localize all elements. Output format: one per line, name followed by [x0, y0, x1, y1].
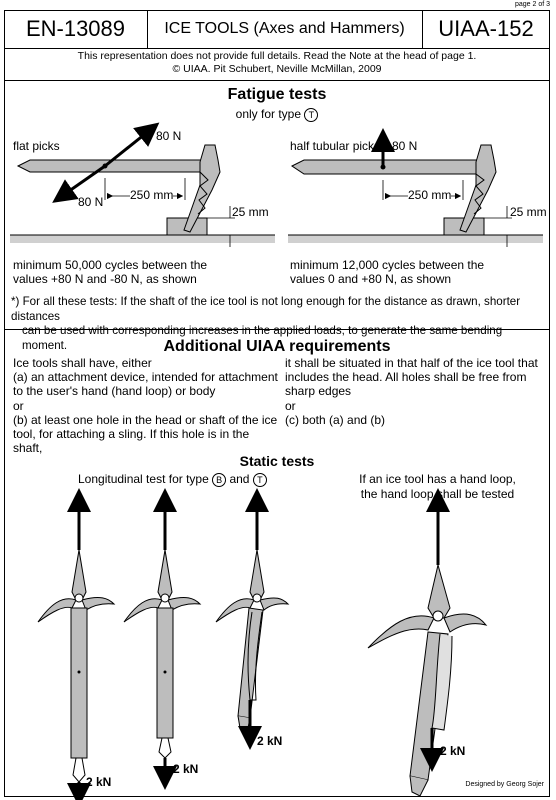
force-label: 2 kN [86, 775, 112, 789]
force-up-arrow [104, 122, 160, 168]
note-line: the hand loop shall be tested [360, 486, 515, 501]
type-t-symbol: T [304, 107, 319, 122]
req-line: tool, for attaching a sling. If this hol… [13, 427, 250, 456]
req-line: (c) both (a) and (b) [285, 412, 386, 427]
uiaa-number: UIAA-152 [438, 16, 534, 41]
longitudinal-label: Longitudinal test for type B and T [78, 472, 267, 487]
static-tool-2 [123, 488, 202, 790]
req-line: (b) at least one hole in the head or sha… [13, 412, 278, 427]
flat-picks-label: flat picks [13, 139, 60, 153]
fatigue-right-caption: minimum 12,000 cycles between the values… [290, 258, 484, 286]
pick-shaft [291, 159, 487, 175]
caption-line: minimum 12,000 cycles between the [290, 258, 485, 272]
force-label: 2 kN [440, 744, 466, 758]
document-title: ICE TOOLS (Axes and Hammers) [164, 20, 405, 37]
page-frame [4, 10, 550, 797]
hand-loop-note: If an ice tool has a hand loop, the hand… [340, 472, 535, 501]
fatigue-title: Fatigue tests [227, 86, 327, 103]
divider [4, 48, 550, 49]
ground [10, 235, 275, 243]
caption-line: minimum 50,000 cycles between the [13, 258, 208, 272]
page-number: page 2 of 3 [514, 1, 550, 8]
force-up-label: 80 N [156, 129, 182, 143]
req-line: includes the head. All holes shall be fr… [285, 370, 527, 385]
req-line: Ice tools shall have, either [13, 356, 152, 370]
static-tool-1 [37, 488, 116, 800]
force-down-arrow [52, 164, 106, 203]
fatigue-subtitle: only for type T [4, 107, 550, 122]
divider [4, 329, 550, 330]
note-line: If an ice tool has a hand loop, [359, 472, 516, 486]
distance-label: 250 mm [408, 188, 452, 202]
divider [147, 10, 148, 48]
note-line: This representation does not provide ful… [77, 50, 477, 62]
caption-line: values +80 N and -80 N, as shown [13, 272, 197, 286]
force-label: 2 kN [257, 734, 283, 748]
static-tool-4-hand-loop [367, 488, 488, 797]
and-text: and [229, 472, 250, 486]
req-line: or [285, 398, 296, 413]
caption-line: values 0 and +80 N, as shown [290, 272, 452, 286]
pick-shaft [16, 159, 211, 173]
fatigue-right-diagram [288, 128, 543, 247]
subtitle-text: only for type [235, 107, 302, 121]
req-line: it shall be situated in that half of the… [285, 356, 538, 370]
force-label: 2 kN [173, 762, 199, 776]
ground [288, 235, 543, 243]
footnote-line: can be used with corresponding increases… [22, 324, 503, 352]
fatigue-footnote: *) For all these tests: If the shaft of … [11, 295, 547, 353]
standard-number: EN-13089 [25, 16, 126, 41]
half-tubular-picks-label: half tubular picks [290, 139, 381, 153]
divider [4, 80, 550, 81]
static-tool-3 [215, 488, 290, 750]
type-t-symbol: T [252, 472, 267, 487]
fatigue-left-diagram [10, 122, 275, 247]
static-title: Static tests [239, 453, 315, 469]
height-label: 25 mm [232, 205, 269, 219]
copyright: © UIAA. Pit Schubert, Neville McMillan, … [172, 63, 382, 75]
fatigue-left-caption: minimum 50,000 cycles between the values… [13, 258, 207, 286]
requirements-left-column: Ice tools shall have, either (a) an atta… [13, 356, 278, 455]
req-line: to the user's hand (hand loop) or body [13, 384, 216, 399]
force-down-label: 80 N [78, 195, 104, 209]
req-line: or [13, 398, 24, 413]
height-label: 25 mm [510, 205, 547, 219]
divider [422, 10, 423, 48]
req-line: sharp edges [285, 384, 352, 399]
requirements-title: Additional UIAA requirements [163, 338, 391, 355]
longitudinal-text: Longitudinal test for type [78, 472, 209, 486]
type-b-symbol: B [212, 472, 227, 487]
distance-label: 250 mm [130, 188, 174, 202]
designer-credit: Designed by Georg Sojer [465, 781, 544, 788]
footnote-line: *) For all these tests: If the shaft of … [11, 295, 521, 323]
requirements-right-column: it shall be situated in that half of the… [285, 356, 550, 427]
req-line: (a) an attachment device, intended for a… [13, 370, 278, 385]
disclaimer-note: This representation does not provide ful… [4, 50, 550, 76]
force-up-label: 80 N [392, 139, 418, 153]
